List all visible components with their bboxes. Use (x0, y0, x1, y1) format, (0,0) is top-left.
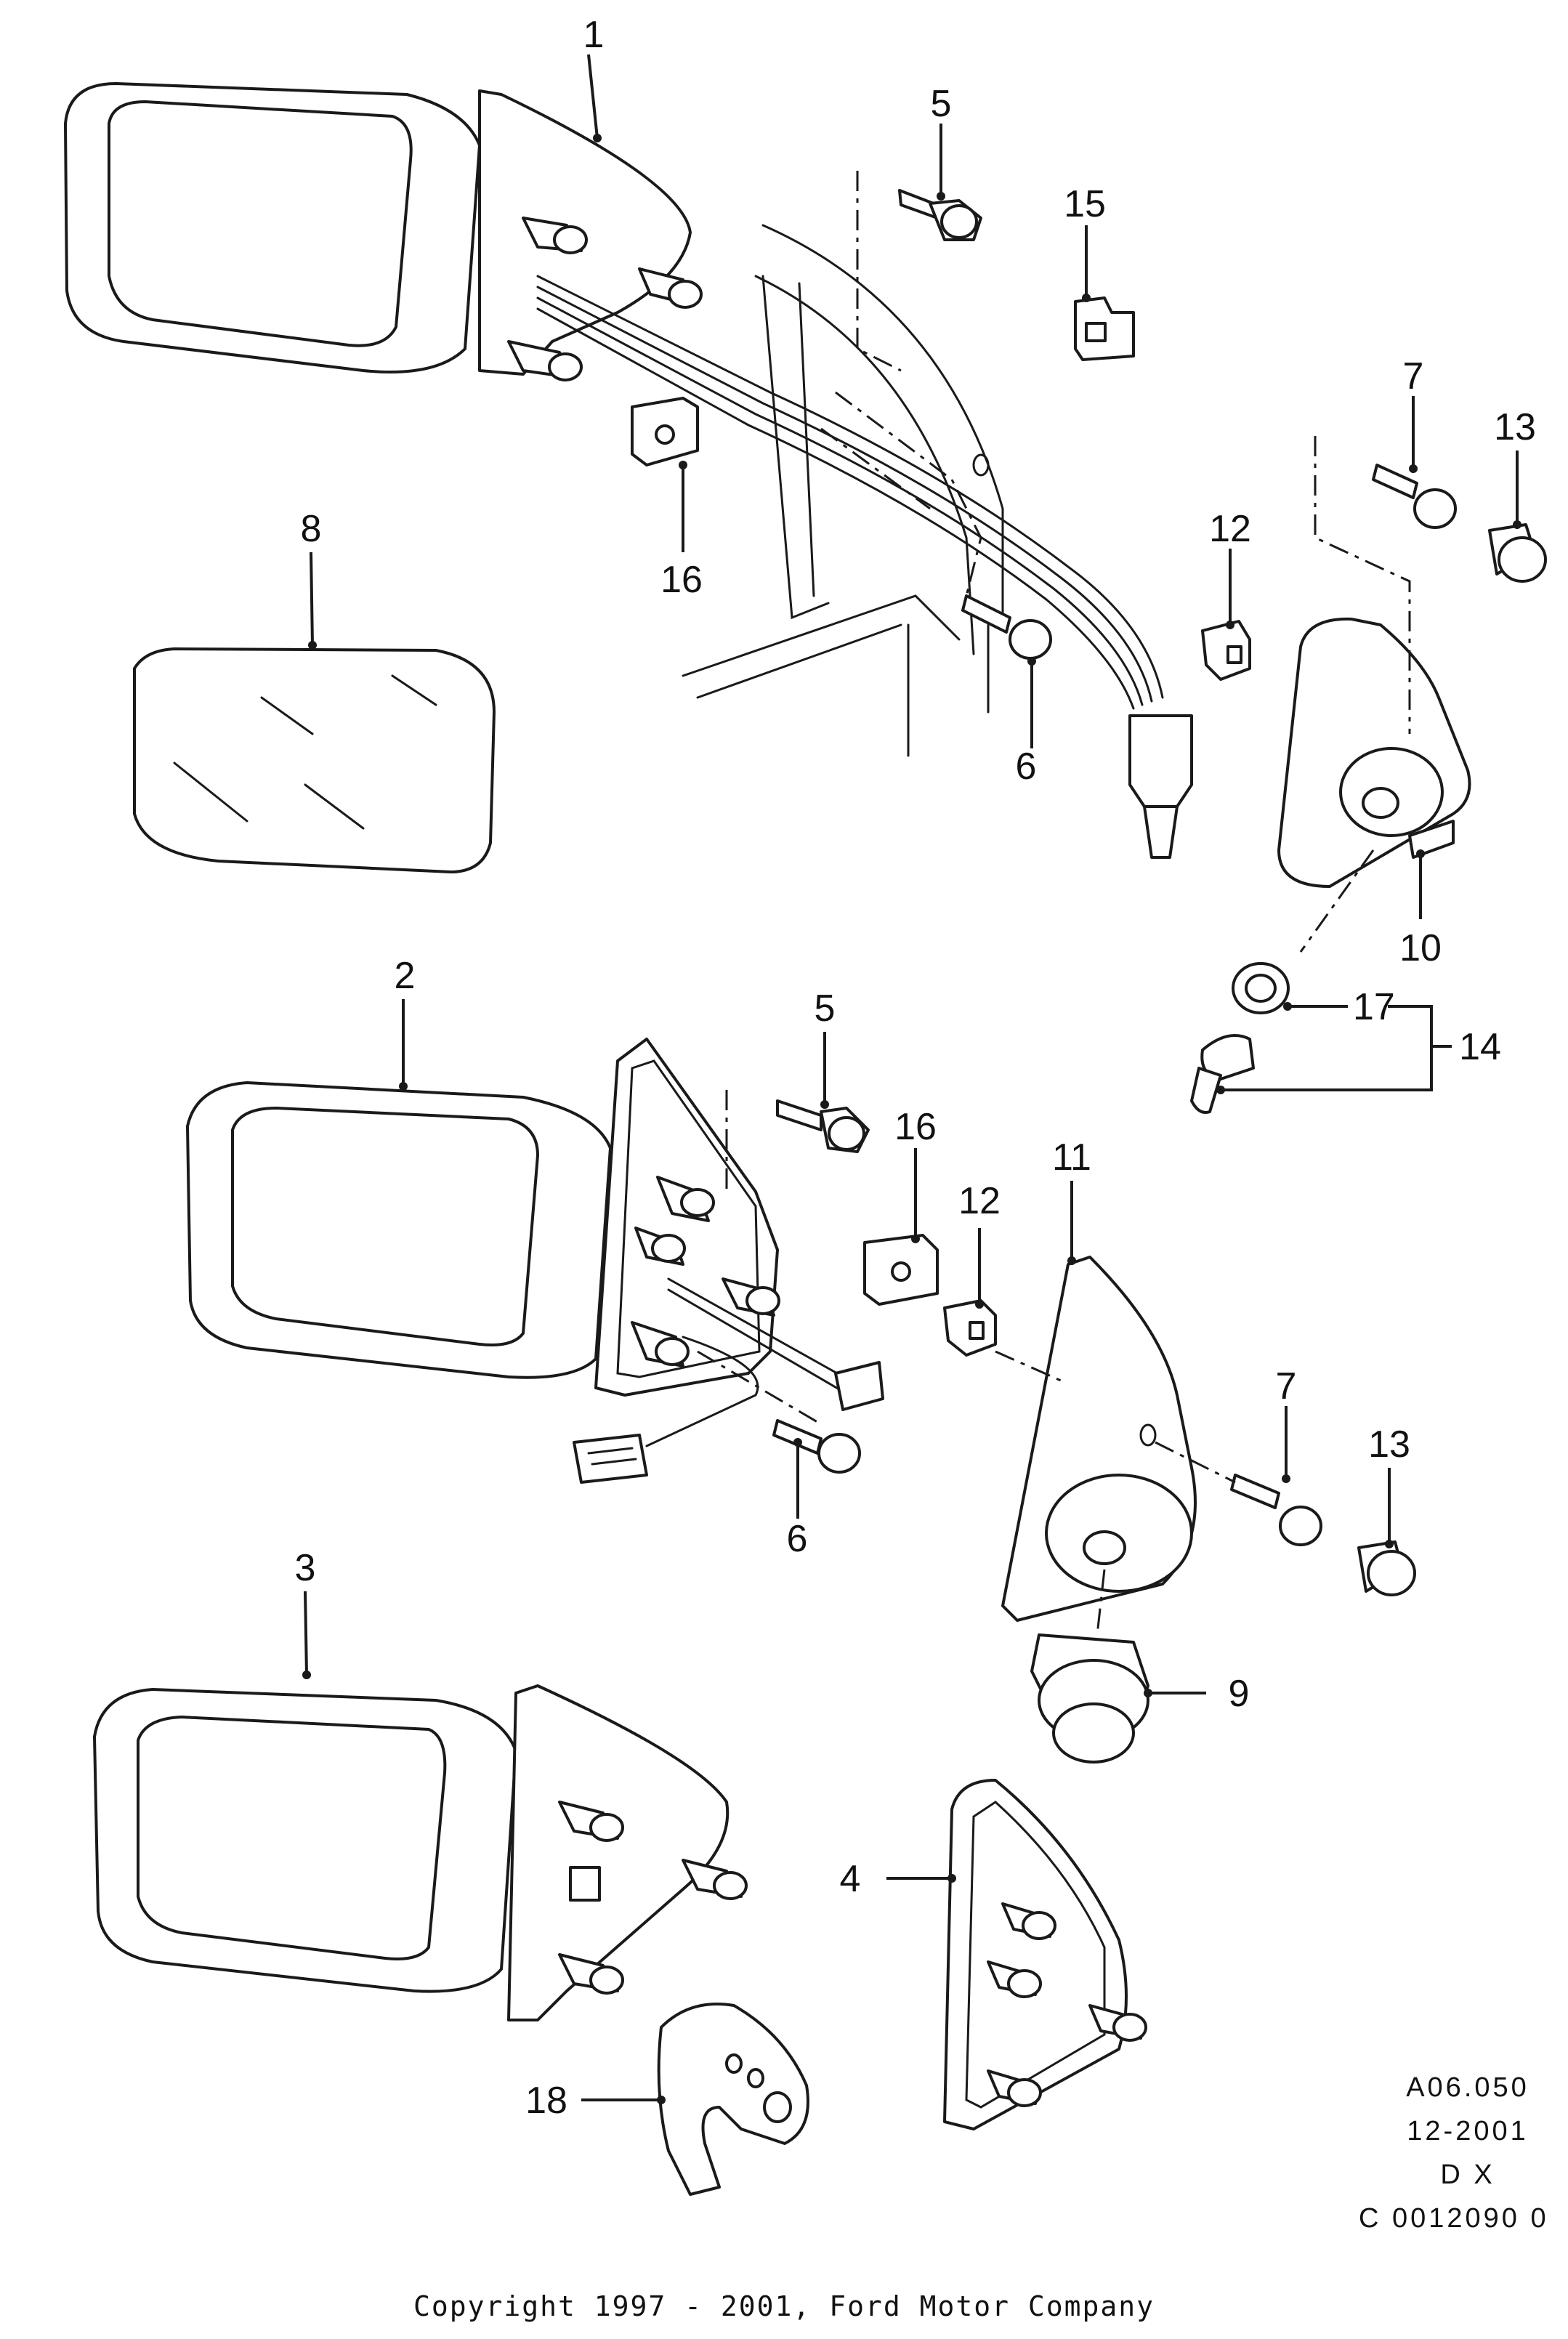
part-13-cap (1488, 523, 1547, 583)
callout-2: 2 (395, 955, 416, 997)
callout-13-upper: 13 (1494, 406, 1536, 448)
part-17-socket (1232, 962, 1290, 1014)
copyright-footer: Copyright 1997 - 2001, Ford Motor Compan… (413, 2290, 1155, 2322)
callout-16-middle: 16 (894, 1106, 937, 1148)
callout-7-middle: 7 (1276, 1365, 1297, 1407)
part-4-mounting-plate (943, 1779, 1147, 2130)
callout-18: 18 (525, 2080, 567, 2122)
part-12-nut (1201, 620, 1251, 681)
catalog-number: C 0012090 0 (1359, 2203, 1549, 2234)
part-10-mounting-plate (1277, 617, 1471, 888)
part-5-screw (776, 1099, 870, 1153)
callout-7-upper: 7 (1403, 355, 1424, 397)
part-16-clip (631, 397, 699, 466)
diagram-date: 12-2001 (1407, 2116, 1529, 2146)
callout-5-upper: 5 (931, 83, 952, 125)
part-12-nut (943, 1299, 997, 1357)
diagram-dx: D X (1440, 2160, 1495, 2190)
callout-labels: 1 2 3 4 5 5 6 6 7 7 8 9 10 11 12 12 13 1… (295, 14, 1536, 2122)
part-2-mirror-assembly (186, 1038, 884, 1484)
part-5-screw (898, 189, 982, 241)
part-16-clip (863, 1234, 939, 1306)
callout-1: 1 (583, 14, 605, 56)
callout-11: 11 (1052, 1136, 1091, 1179)
part-18-bracket (657, 2003, 809, 2196)
part-7-screw (1372, 464, 1457, 529)
part-15-retainer (1074, 296, 1135, 361)
callout-16-upper: 16 (660, 559, 703, 601)
callout-12-upper: 12 (1209, 508, 1251, 550)
part-6-screw (961, 594, 1052, 660)
callout-15: 15 (1064, 183, 1106, 225)
diagram-code: A06.050 (1406, 2072, 1529, 2103)
part-13-cap (1357, 1540, 1416, 1596)
callout-12-middle: 12 (958, 1180, 1001, 1222)
mount-stud (507, 217, 703, 381)
callout-8: 8 (301, 508, 322, 550)
alignment-lines (697, 171, 1411, 1636)
part-8-mirror-glass (133, 647, 496, 873)
part-11-mounting-bracket (1001, 1256, 1197, 1622)
callout-6-upper: 6 (1016, 746, 1037, 788)
part-1-mirror-assembly (64, 82, 1193, 859)
door-frame-outline (682, 224, 1004, 757)
callout-10: 10 (1399, 927, 1442, 969)
callout-14: 14 (1459, 1026, 1501, 1068)
callout-9: 9 (1229, 1673, 1250, 1715)
callout-5-middle: 5 (815, 987, 836, 1030)
callout-17: 17 (1353, 986, 1395, 1028)
callout-leaders (302, 54, 1521, 2104)
callout-6-middle: 6 (787, 1518, 808, 1560)
part-7-screw (1230, 1474, 1322, 1546)
part-6-screw (772, 1419, 861, 1474)
part-3-mirror-assembly (93, 1684, 748, 2021)
part-9-adjuster (1030, 1633, 1149, 1764)
callout-3: 3 (295, 1547, 316, 1589)
part-14-switch (1190, 1034, 1255, 1114)
callout-13-middle: 13 (1368, 1423, 1410, 1466)
callout-4: 4 (840, 1858, 861, 1900)
